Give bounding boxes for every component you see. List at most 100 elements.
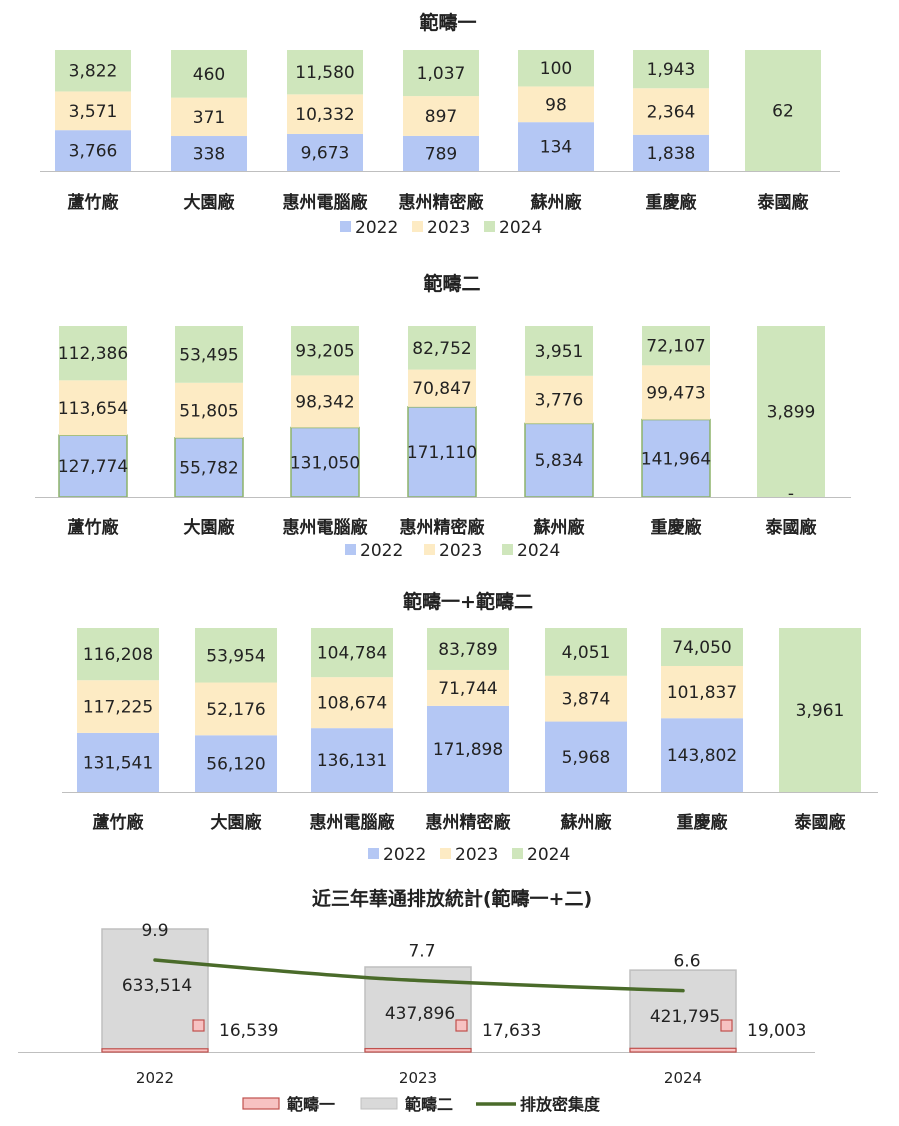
- data-label: 112,386: [58, 344, 128, 364]
- data-label: 3,822: [69, 62, 118, 82]
- chart-scope1-plus-2-bars: [62, 628, 878, 793]
- data-label-scope2: 437,896: [385, 1004, 455, 1024]
- bar-segment: [77, 628, 159, 681]
- data-label: 113,654: [58, 399, 128, 419]
- bar-scope1: [629, 1047, 737, 1053]
- bar-segment: [59, 380, 127, 436]
- data-label: 99,473: [646, 383, 705, 403]
- data-label: 116,208: [83, 645, 153, 665]
- bar-segment: [55, 50, 131, 92]
- bar-segment: [427, 628, 509, 670]
- category-label: 蘇州廠: [560, 812, 613, 833]
- data-label: 3,571: [69, 102, 118, 122]
- bar-segment: [545, 675, 627, 722]
- data-label: 9,673: [301, 143, 350, 163]
- legend-swatch: [502, 544, 513, 555]
- category-label: 泰國廠: [766, 517, 818, 538]
- bar-segment: [661, 628, 743, 666]
- data-label-scope2: 421,795: [650, 1007, 720, 1027]
- data-label-scope2: 633,514: [122, 976, 192, 996]
- legend-label: 2023: [439, 541, 482, 561]
- bar-segment: [291, 326, 359, 376]
- data-label-scope1: 17,633: [482, 1021, 541, 1041]
- data-label: 5,968: [562, 748, 611, 768]
- chart-three-year-title: 近三年華通排放統計(範疇一+二): [312, 887, 592, 910]
- bar-segment: [287, 133, 363, 171]
- data-label: 897: [425, 107, 457, 127]
- data-label: 3,776: [535, 391, 584, 411]
- bar-segment: [633, 134, 709, 171]
- category-label: 惠州電腦廠: [283, 517, 369, 538]
- data-label: 104,784: [317, 644, 387, 664]
- legend-label: 範疇一: [286, 1095, 335, 1114]
- bar-segment: [518, 50, 594, 87]
- data-label: 53,495: [179, 345, 238, 365]
- legend-label: 2024: [499, 218, 542, 238]
- legend-label: 2023: [455, 845, 498, 865]
- legend-swatch: [440, 848, 451, 859]
- bar-segment: [661, 718, 743, 792]
- bar-segment: [779, 628, 861, 792]
- legend-swatch: [512, 848, 523, 859]
- chart-scope1-plus-2-labels: 131,541117,225116,20856,12052,17653,9541…: [83, 638, 844, 775]
- category-label: 大園廠: [184, 192, 236, 213]
- data-label: 3,899: [767, 403, 816, 423]
- legend-label: 2022: [355, 218, 398, 238]
- chart-scope1: 範疇一 3,7663,5713,8223383714609,67310,3321…: [40, 11, 840, 238]
- bar-segment: [174, 437, 244, 498]
- data-label: 74,050: [672, 638, 731, 658]
- data-label: 134: [540, 138, 572, 158]
- category-label: 蘆竹廠: [68, 192, 120, 213]
- bar-segment: [175, 382, 243, 438]
- category-label: 蘆竹廠: [68, 517, 120, 538]
- legend-swatch: [412, 221, 423, 232]
- category-label: 2023: [399, 1069, 437, 1087]
- bar-segment: [525, 326, 593, 376]
- bar-segment: [642, 326, 710, 366]
- category-label: 重慶廠: [677, 812, 729, 833]
- bar-segment: [171, 50, 247, 98]
- data-label: 98: [545, 95, 567, 115]
- chart-scope2-title: 範疇二: [423, 272, 480, 295]
- bar-segment: [59, 326, 127, 381]
- bar-scope1: [364, 1047, 472, 1053]
- bar-segment: [291, 375, 359, 428]
- data-label: 3,961: [796, 701, 845, 721]
- bar-scope2: [629, 969, 737, 1053]
- bar-segment: [633, 50, 709, 89]
- chart-scope1-plus-2-title: 範疇一+範疇二: [403, 590, 533, 613]
- bar-segment: [195, 628, 277, 683]
- bar-segment: [757, 326, 825, 497]
- bar-segment: [661, 665, 743, 719]
- bar-segment: [195, 682, 277, 736]
- data-label: 5,834: [535, 451, 584, 471]
- bar-segment: [195, 735, 277, 792]
- data-label: 136,131: [317, 751, 387, 771]
- bar-segment: [287, 94, 363, 134]
- data-label: 3,874: [562, 690, 611, 710]
- bar-segment: [745, 50, 821, 171]
- data-label: 51,805: [179, 401, 238, 421]
- bar-segment: [545, 721, 627, 792]
- data-label: 460: [193, 65, 225, 85]
- data-label: 171,898: [433, 740, 503, 760]
- category-label: 惠州電腦廠: [283, 192, 369, 213]
- data-label: 338: [193, 145, 225, 165]
- bar-scope2: [101, 928, 209, 1053]
- legend-swatch: [340, 221, 351, 232]
- bar-segment: [403, 96, 479, 136]
- category-label: 蘆竹廠: [93, 812, 145, 833]
- category-label: 惠州精密廠: [426, 812, 512, 833]
- data-label: 101,837: [667, 683, 737, 703]
- legend-swatch: [345, 544, 356, 555]
- data-label: 11,580: [295, 63, 354, 83]
- data-label: 52,176: [206, 700, 265, 720]
- chart-scope1-categories: 蘆竹廠大園廠惠州電腦廠惠州精密廠蘇州廠重慶廠泰國廠: [68, 192, 810, 213]
- data-label: 53,954: [206, 646, 265, 666]
- data-label: 100: [540, 59, 572, 79]
- bar-segment: [311, 677, 393, 729]
- category-label: 泰國廠: [795, 812, 847, 833]
